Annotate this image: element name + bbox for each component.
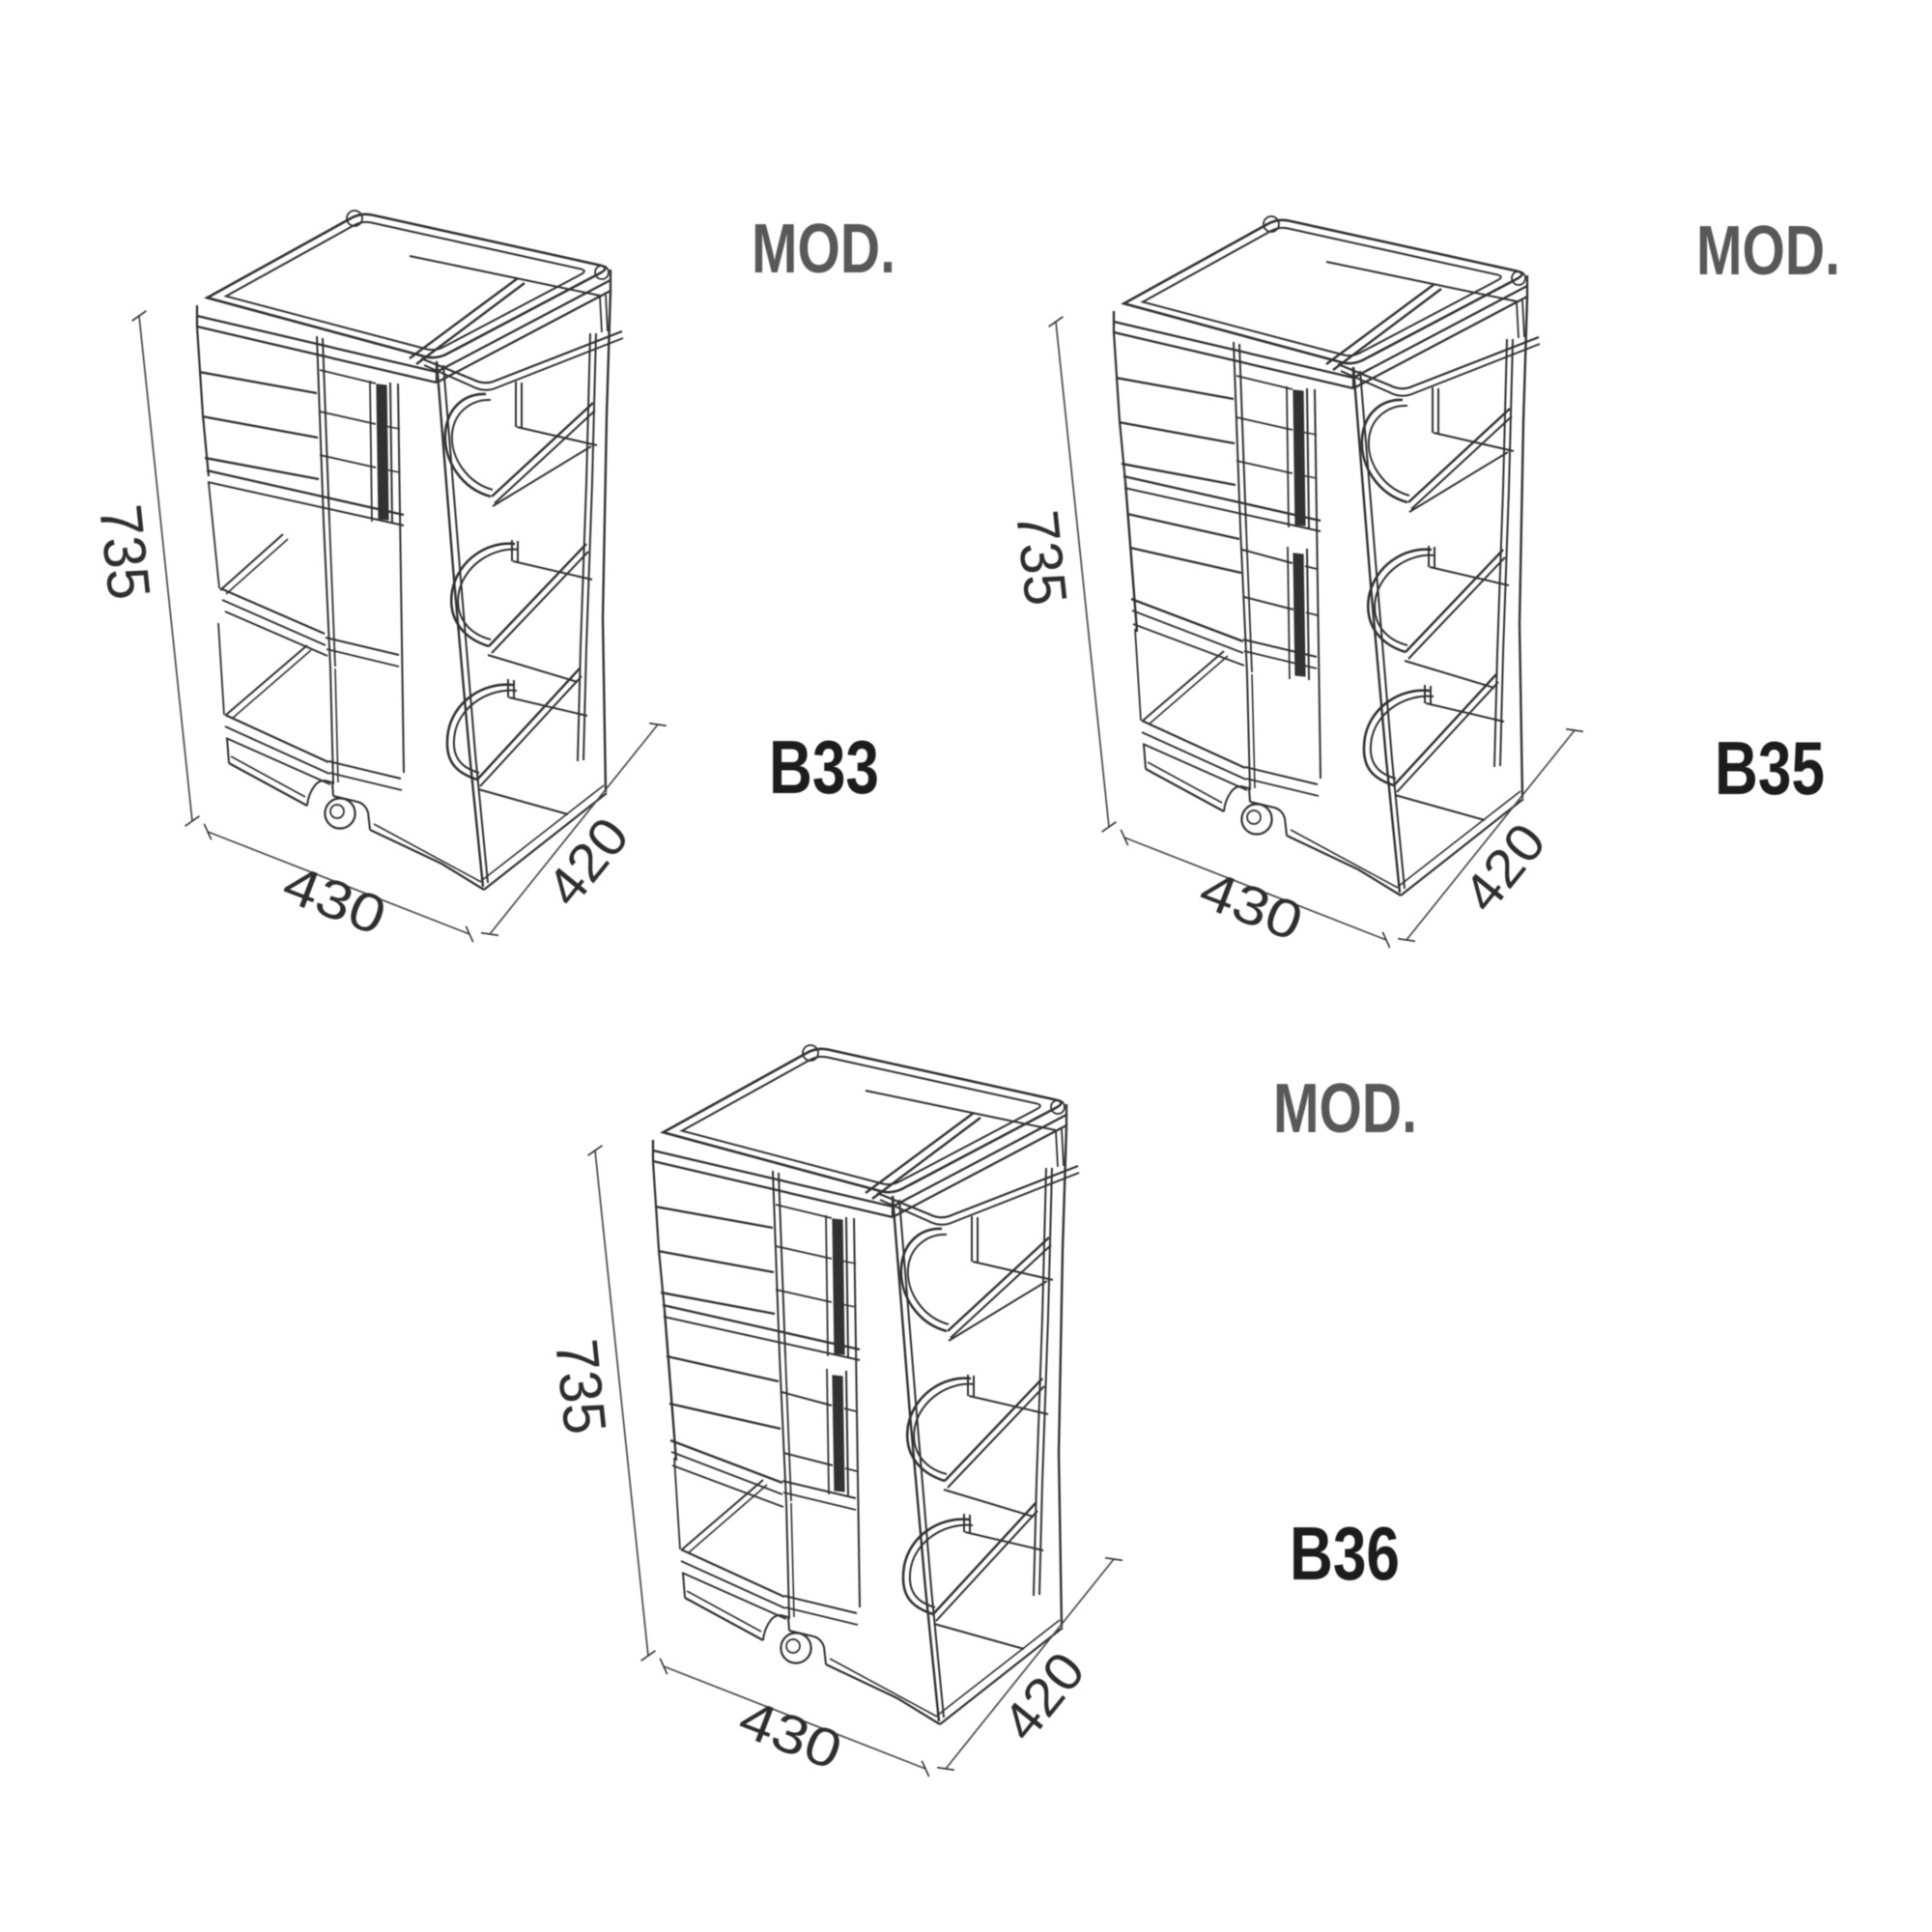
svg-text:B33: B33	[769, 724, 879, 810]
svg-text:MOD.: MOD.	[1273, 1070, 1417, 1148]
svg-text:735: 735	[542, 1336, 618, 1437]
svg-text:735: 735	[1003, 507, 1079, 609]
svg-text:MOD.: MOD.	[752, 211, 895, 288]
svg-text:735: 735	[86, 501, 162, 603]
svg-text:B35: B35	[1715, 725, 1825, 810]
svg-text:MOD.: MOD.	[1696, 213, 1840, 290]
svg-text:B36: B36	[1290, 1511, 1400, 1596]
